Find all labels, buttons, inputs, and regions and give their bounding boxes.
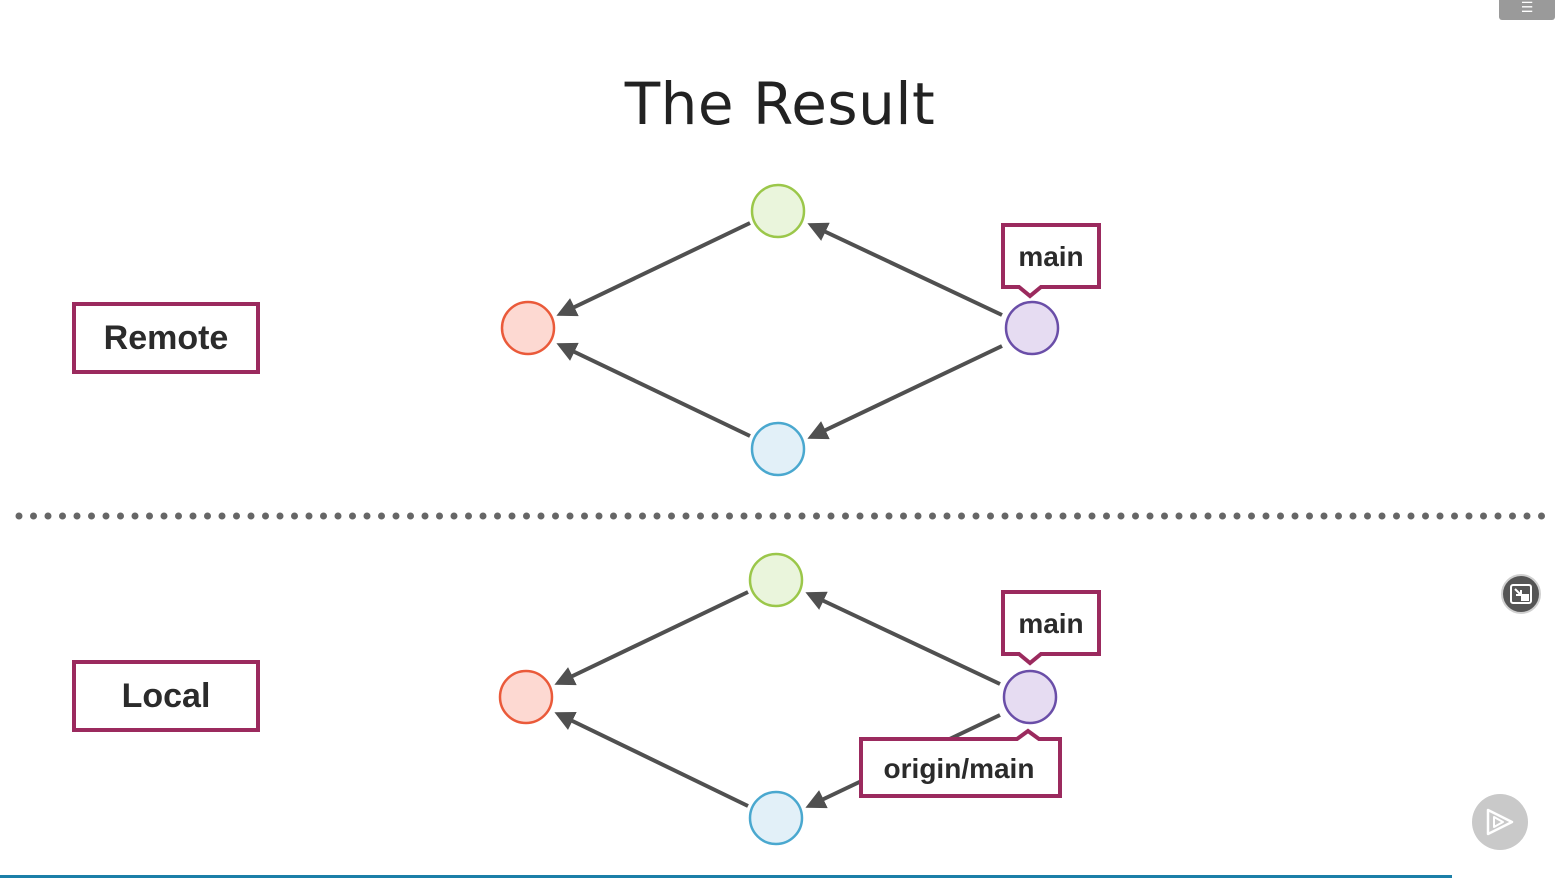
remote-commit-red [500, 300, 556, 356]
slide-title: The Result [624, 70, 936, 138]
remote-section-label: Remote [72, 302, 260, 374]
local-section-label: Local [72, 660, 260, 732]
local-commit-green [748, 552, 804, 608]
local-main-tag: main [1001, 590, 1101, 666]
remote-commit-green [750, 183, 806, 239]
edge-local-green-to-red [554, 590, 749, 686]
remote-edges [556, 221, 1003, 440]
local-origin-main-tag: origin/main [859, 728, 1062, 798]
remote-commit-purple [1004, 300, 1060, 356]
edge-remote-green-to-red [556, 221, 751, 317]
play-logo-icon [1486, 808, 1514, 836]
remote-main-tag: main [1001, 223, 1101, 299]
play-logo-button[interactable] [1472, 794, 1528, 850]
edge-remote-blue-to-red [556, 342, 751, 438]
local-origin-main-tag-label: origin/main [884, 753, 1035, 784]
edge-local-purple-to-green [805, 591, 1001, 686]
hamburger-icon: ☰ [1520, 0, 1534, 15]
local-commit-purple [1002, 669, 1058, 725]
remote-main-tag-label: main [1018, 241, 1083, 272]
edge-local-blue-to-red [554, 711, 749, 808]
local-commit-blue [748, 790, 804, 846]
picture-in-picture-icon [1510, 584, 1532, 604]
picture-in-picture-button[interactable] [1501, 574, 1541, 614]
menu-button[interactable]: ☰ [1499, 0, 1555, 20]
edge-remote-purple-to-blue [807, 344, 1003, 440]
local-commit-red [498, 669, 554, 725]
edge-remote-purple-to-green [807, 222, 1003, 317]
video-progress-line [0, 875, 1452, 878]
remote-commit-blue [750, 421, 806, 477]
local-main-tag-label: main [1018, 608, 1083, 639]
